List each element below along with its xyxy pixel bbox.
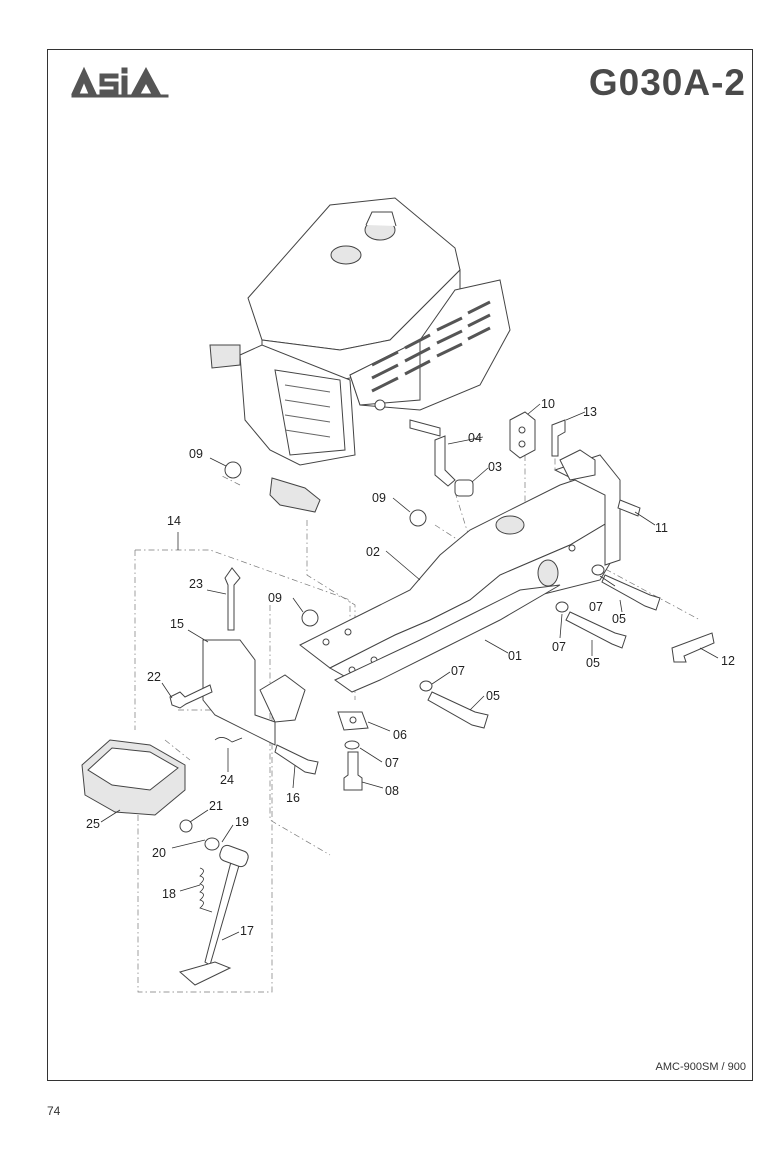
bolt-part-12	[671, 632, 715, 663]
bolt-part-22	[169, 684, 213, 709]
bushing-part-20	[204, 837, 220, 851]
tube-part-19	[219, 844, 249, 868]
callout-06: 06	[393, 728, 407, 742]
pin-part-11	[617, 499, 641, 517]
bolt-part-16	[274, 744, 319, 775]
nut-part-09-a	[224, 461, 242, 479]
callout-03: 03	[488, 460, 502, 474]
bolt-part-13	[551, 419, 566, 457]
callout-24: 24	[220, 773, 234, 787]
callout-14: 14	[167, 514, 181, 528]
bolt-part-05-b	[565, 611, 627, 649]
hinge-assembly	[559, 449, 596, 481]
collar-part-03	[454, 479, 474, 497]
bolt-part-05-c	[427, 691, 489, 729]
callout-23: 23	[189, 577, 203, 591]
washer-part-07-a	[591, 564, 605, 576]
callout-09-b: 09	[372, 491, 386, 505]
pin-part-23	[224, 567, 241, 631]
washer-part-07-d	[344, 740, 360, 750]
nut-part-09-b	[409, 509, 427, 527]
pin-part-04	[434, 435, 456, 487]
diagram-code: G030A-2	[588, 62, 746, 103]
main-frame-part-02	[299, 454, 621, 686]
callout-02: 02	[366, 545, 380, 559]
callout-08: 08	[385, 784, 399, 798]
washer-part-07-b	[555, 601, 569, 613]
engine-illustration	[209, 197, 511, 513]
hole-icon	[518, 426, 526, 434]
callout-05-b: 05	[586, 656, 600, 670]
hole-icon	[518, 440, 526, 448]
callout-12: 12	[721, 654, 735, 668]
callout-16: 16	[286, 791, 300, 805]
spring-part-18	[199, 867, 213, 913]
callout-11: 11	[655, 521, 668, 535]
bolt-part-05-a	[601, 574, 661, 611]
bracket-arm	[259, 674, 306, 723]
callout-07-d: 07	[385, 756, 399, 770]
washer-part-07-c	[419, 680, 433, 692]
callout-07-b: 07	[552, 640, 566, 654]
callout-01: 01	[508, 649, 522, 663]
callout-09-c: 09	[268, 591, 282, 605]
callout-05-a: 05	[612, 612, 626, 626]
nut-part-21	[179, 819, 193, 833]
callout-04: 04	[468, 431, 482, 445]
lower-rail-part-01	[334, 584, 561, 693]
callout-22: 22	[147, 670, 161, 684]
callout-09-a: 09	[189, 447, 203, 461]
callout-18: 18	[162, 887, 176, 901]
callout-20: 20	[152, 846, 166, 860]
model-number: AMC-900SM / 900	[655, 1061, 746, 1073]
callout-07-c: 07	[451, 664, 465, 678]
callout-21: 21	[209, 799, 223, 813]
nut-part-09-c	[301, 609, 319, 627]
diagram-frame	[47, 49, 753, 1081]
seat-pad-top	[87, 747, 179, 791]
callout-05-c: 05	[486, 689, 500, 703]
callout-15: 15	[170, 617, 184, 631]
callout-19: 19	[235, 815, 249, 829]
clip-part-24	[214, 737, 243, 743]
bracket-part-10	[509, 411, 536, 459]
callout-25: 25	[86, 817, 100, 831]
callout-10: 10	[541, 397, 555, 411]
stand-foot	[178, 961, 232, 986]
asia-logo	[71, 66, 169, 98]
callout-17: 17	[240, 924, 254, 938]
hole-icon	[349, 716, 357, 724]
callout-07-a: 07	[589, 600, 603, 614]
bolt-part-08	[343, 751, 363, 791]
callout-13: 13	[583, 405, 597, 419]
page-number: 74	[47, 1104, 61, 1118]
